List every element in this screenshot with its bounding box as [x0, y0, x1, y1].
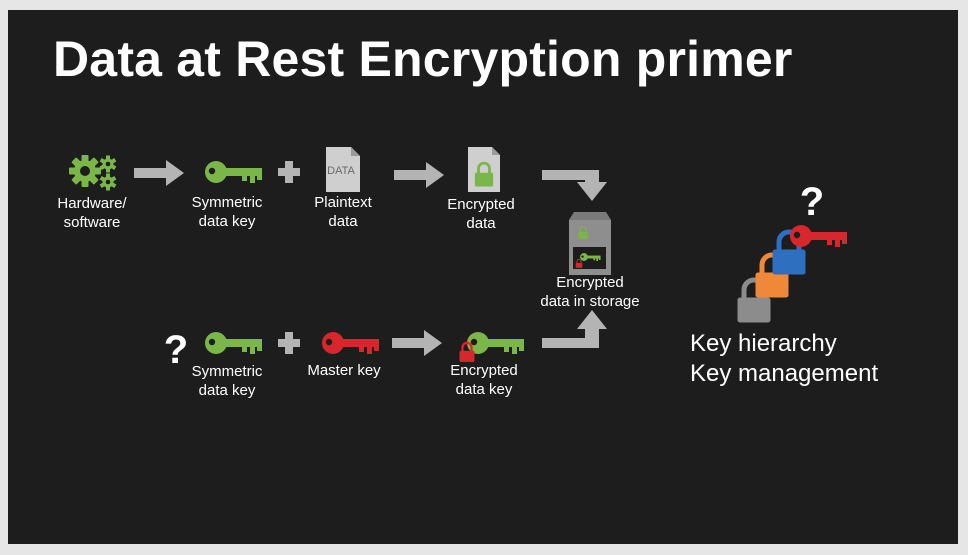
encrypted-document-icon	[468, 147, 500, 192]
arrow-icon	[542, 310, 607, 348]
document-label: DATA	[327, 165, 355, 177]
arrow-icon	[134, 160, 184, 186]
encrypted-key-label: Encrypted data key	[450, 362, 518, 398]
key-hierarchy-icon	[738, 225, 847, 322]
slide: Data at Rest Encryption primer	[8, 10, 958, 544]
hardware-software-label: Hardware/ software	[57, 195, 127, 231]
encrypted-key-icon	[458, 332, 524, 363]
plaintext-label: Plaintext data	[314, 194, 372, 230]
key-management-text: Key management	[690, 360, 879, 387]
plus-icon	[278, 332, 300, 354]
plus-icon	[278, 161, 300, 183]
diagram-canvas: DATA	[69, 147, 847, 363]
gears-icon	[69, 155, 117, 191]
arrow-icon	[542, 170, 607, 201]
arrow-icon	[392, 330, 442, 356]
encrypted-data-label: Encrypted data	[447, 196, 515, 232]
arrow-icon	[394, 162, 444, 188]
document-icon: DATA	[326, 147, 360, 192]
master-key-label: Master key	[307, 362, 381, 379]
key-icon	[205, 161, 262, 183]
master-key-icon	[322, 332, 379, 354]
question-mark: ?	[163, 328, 189, 372]
key-icon	[205, 332, 262, 354]
storage-box-icon	[569, 212, 611, 275]
storage-label: Encrypted data in storage	[540, 274, 640, 310]
symmetric-key-label-bottom: Symmetric data key	[191, 363, 263, 399]
slide-title: Data at Rest Encryption primer	[53, 31, 793, 87]
hierarchy-question-mark: ?	[799, 180, 825, 224]
symmetric-key-label: Symmetric data key	[191, 194, 263, 230]
key-hierarchy-text: Key hierarchy	[690, 330, 837, 357]
